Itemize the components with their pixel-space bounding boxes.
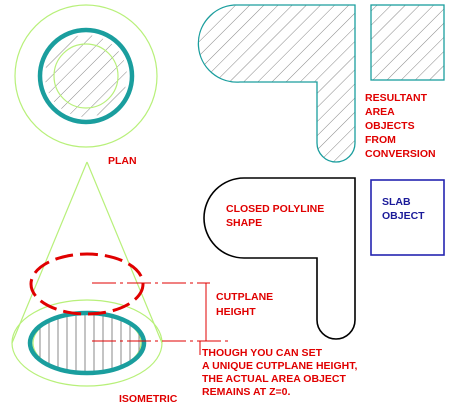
closed-polyline-label: CLOSED POLYLINE SHAPE xyxy=(226,203,324,229)
plan-hatch xyxy=(45,35,127,117)
iso-teal-ellipse xyxy=(27,310,147,376)
note-label: THOUGH YOU CAN SET A UNIQUE CUTPLANE HEI… xyxy=(202,347,357,398)
resultant-label-line: CONVERSION xyxy=(365,148,436,160)
cone-base-ellipse xyxy=(11,299,163,387)
cutplane-height-label-line: HEIGHT xyxy=(216,306,256,318)
resultant-label-line: AREA xyxy=(365,106,395,118)
slab-object-label: SLAB OBJECT xyxy=(382,196,425,222)
slab-object-label-line: SLAB xyxy=(382,196,411,208)
isometric-view xyxy=(11,161,163,387)
note-label-line: A UNIQUE CUTPLANE HEIGHT, xyxy=(202,360,357,372)
cutplane-height-label: CUTPLANE HEIGHT xyxy=(216,291,273,318)
closed-polyline-label-line: CLOSED POLYLINE xyxy=(226,203,324,215)
resultant-label-line: FROM xyxy=(365,134,396,146)
plan-label: PLAN xyxy=(108,155,137,167)
cutplane-height-label-line: CUTPLANE xyxy=(216,291,273,303)
note-label-line: THE ACTUAL AREA OBJECT xyxy=(202,373,346,385)
resultant-label: RESULTANT AREA OBJECTS FROM CONVERSION xyxy=(365,92,436,160)
resultant-label-line: OBJECTS xyxy=(365,120,415,132)
cutplane-dimension xyxy=(92,282,228,355)
closed-polyline-shape xyxy=(203,177,356,340)
cutplane-dashed-ellipse xyxy=(29,252,145,316)
cone-right-edge xyxy=(86,161,163,344)
note-label-line: REMAINS AT Z=0. xyxy=(202,386,290,398)
isometric-label: ISOMETRIC xyxy=(119,393,178,405)
area-object-l-shape xyxy=(197,4,356,163)
cone-left-edge xyxy=(11,161,88,344)
note-label-line: THOUGH YOU CAN SET xyxy=(202,347,323,359)
plan-view xyxy=(14,4,158,148)
slab-object-rect xyxy=(370,179,445,256)
plan-outer-circle xyxy=(14,4,158,148)
resultant-label-line: RESULTANT xyxy=(365,92,428,104)
plan-inner-circle xyxy=(53,43,119,109)
slab-object-label-line: OBJECT xyxy=(382,210,425,222)
closed-polyline-label-line: SHAPE xyxy=(226,217,262,229)
plan-teal-ring xyxy=(37,27,135,125)
area-object-square xyxy=(370,4,445,81)
